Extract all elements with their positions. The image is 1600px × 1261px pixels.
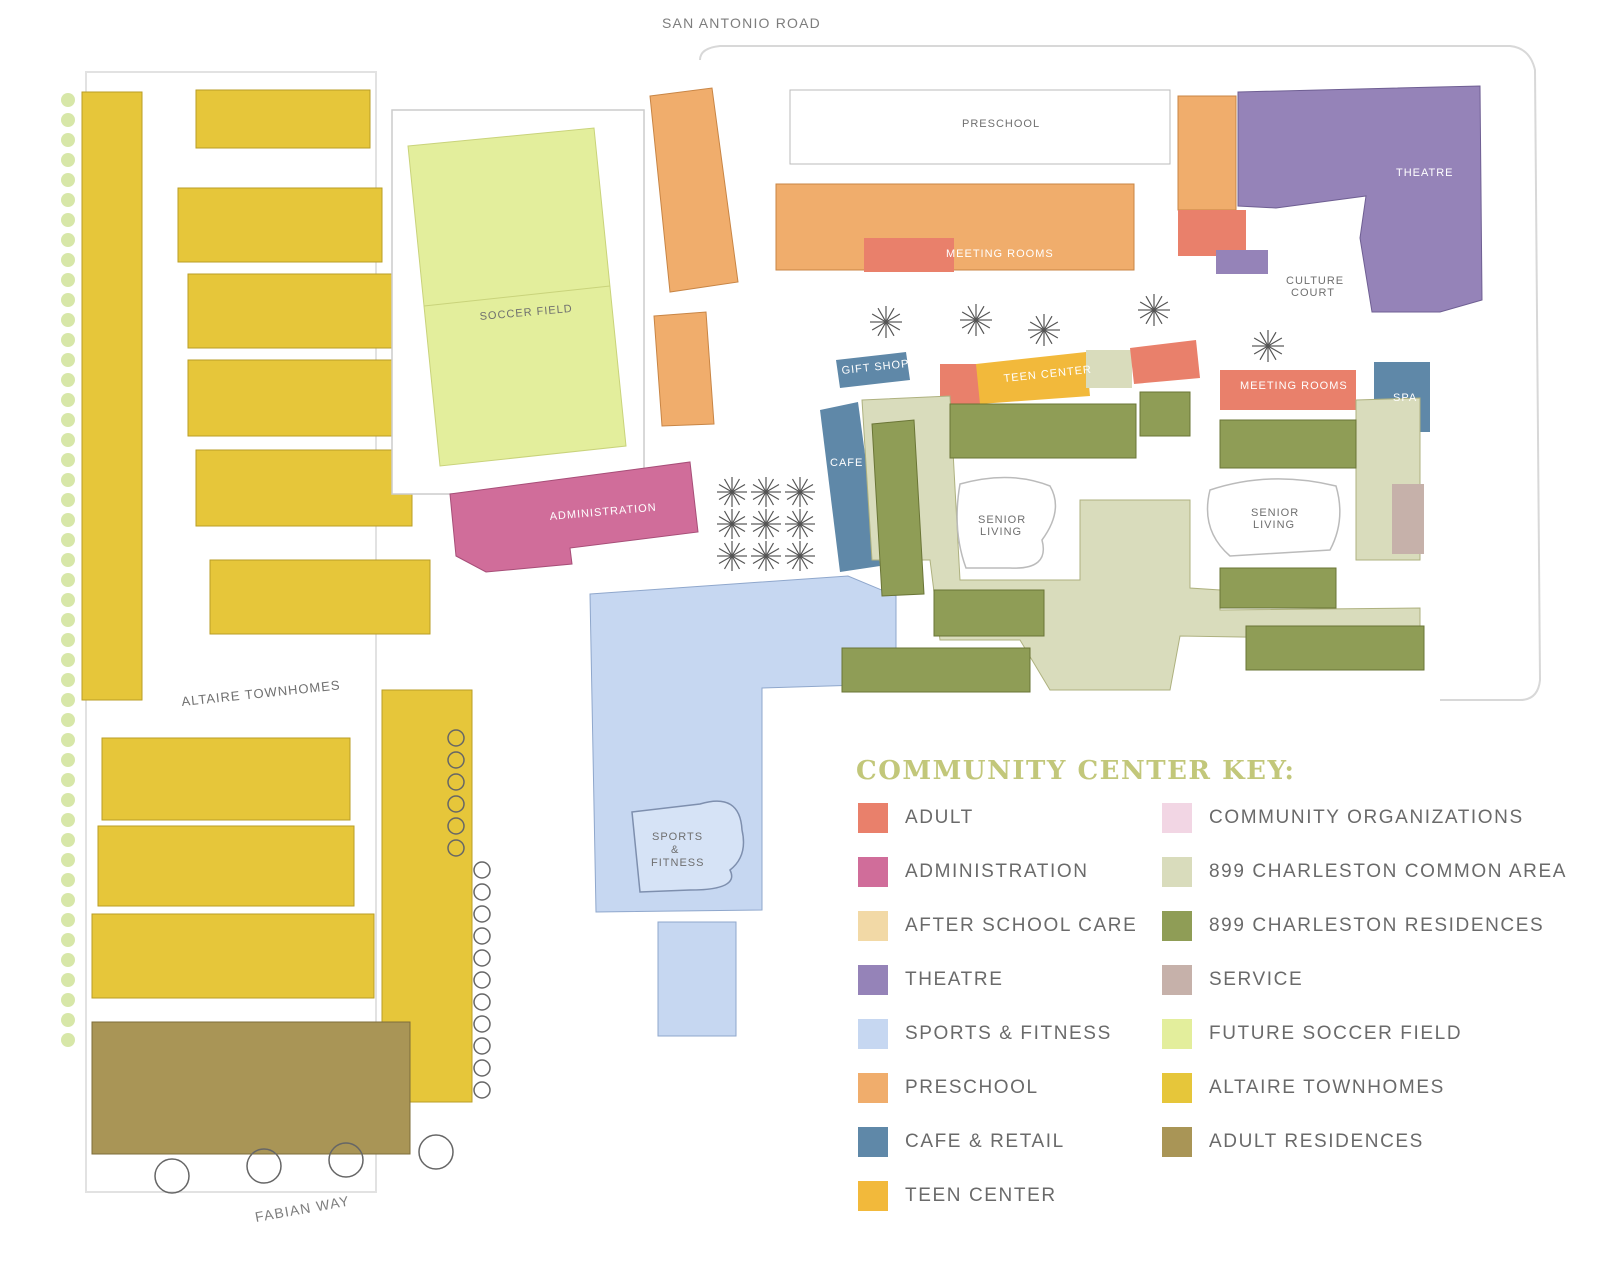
plaza-palm-grid [717,477,815,571]
hedge-row [61,93,75,1047]
altaire-townhomes-rows [91,89,473,1103]
adult-block-teen-east [1130,340,1200,384]
key-swatch [1162,911,1192,941]
theatre-building [1237,85,1483,313]
key-label: SPORTS & FITNESS [905,1023,1112,1044]
key-item-right-5: ALTAIRE TOWNHOMES [1162,1072,1445,1104]
key-swatch [858,965,888,995]
key-item-left-0: ADULT [858,802,974,834]
key-label: TEEN CENTER [905,1185,1057,1206]
teen-center-building [976,352,1090,404]
key-label: FUTURE SOCCER FIELD [1209,1023,1463,1044]
key-swatch [1162,1127,1192,1157]
key-label: ADULT RESIDENCES [1209,1131,1424,1152]
key-label: PRESCHOOL [905,1077,1039,1098]
key-item-left-2: AFTER SCHOOL CARE [858,910,1137,942]
preschool-top-building [789,89,1171,165]
key-item-right-2: 899 CHARLESTON RESIDENCES [1162,910,1544,942]
key-swatch [858,1073,888,1103]
key-label: ALTAIRE TOWNHOMES [1209,1077,1445,1098]
theatre-annex [1216,250,1268,274]
key-swatch [858,911,888,941]
preschool-south-wing [653,311,715,427]
senior-living-courtyard-east [1206,478,1341,557]
preschool-east-wing [1177,95,1237,211]
key-item-left-1: ADMINISTRATION [858,856,1089,888]
road-label-san-antonio: SAN ANTONIO ROAD [662,15,821,31]
key-label: CAFE & RETAIL [905,1131,1065,1152]
key-swatch [858,857,888,887]
key-swatch [858,1127,888,1157]
senior-living-courtyard-west [956,476,1057,569]
label-theatre: THEATRE [1396,167,1454,179]
label-preschool: PRESCHOOL [962,118,1040,130]
label-altaire-townhomes: ALTAIRE TOWNHOMES [181,677,341,709]
key-swatch [1162,1019,1192,1049]
key-label: 899 CHARLESTON COMMON AREA [1209,861,1567,882]
label-cafe: CAFE [830,457,863,469]
key-item-left-3: THEATRE [858,964,1003,996]
key-swatch [1162,1073,1192,1103]
administration-building [449,461,699,573]
label-sports-fitness: SPORTS&FITNESS [651,831,704,869]
road-label-fabian-way: FABIAN WAY [254,1193,351,1225]
lap-pool [657,921,737,1037]
palm-trees [870,294,1284,362]
cafe-building [820,402,880,572]
soccer-field [407,127,627,467]
key-item-right-0: COMMUNITY ORGANIZATIONS [1162,802,1524,834]
key-label: ADULT [905,807,974,828]
preschool-main-building [775,183,1135,271]
key-label: ADMINISTRATION [905,861,1089,882]
key-item-left-6: CAFE & RETAIL [858,1126,1065,1158]
key-swatch [858,1181,888,1211]
key-swatch [858,803,888,833]
key-label: AFTER SCHOOL CARE [905,915,1138,936]
meeting-rooms-east [1220,370,1356,410]
key-item-right-1: 899 CHARLESTON COMMON AREA [1162,856,1567,888]
key-item-left-7: TEEN CENTER [858,1180,1057,1212]
key-label: SERVICE [1209,969,1304,990]
service-area [1392,484,1424,554]
site-boundary [699,45,1542,701]
key-item-right-6: ADULT RESIDENCES [1162,1126,1424,1158]
key-item-right-4: FUTURE SOCCER FIELD [1162,1018,1462,1050]
altaire-townhomes-west-column [81,91,143,701]
key-swatch [1162,965,1192,995]
meeting-rooms-north [864,238,954,272]
preschool-north-wing [649,87,739,293]
key-swatch [1162,803,1192,833]
key-item-left-5: PRESCHOOL [858,1072,1039,1104]
key-label: 899 CHARLESTON RESIDENCES [1209,915,1545,936]
key-swatch [858,1019,888,1049]
adult-block-east [1178,210,1246,256]
key-label: THEATRE [905,969,1004,990]
key-label: COMMUNITY ORGANIZATIONS [1209,807,1524,828]
key-swatch [1162,857,1192,887]
key-item-left-4: SPORTS & FITNESS [858,1018,1112,1050]
key-title: COMMUNITY CENTER KEY: [856,756,1296,786]
common-area-teen [1086,350,1132,388]
adult-residences-block [91,1021,411,1155]
soccer-field-midline [423,285,611,307]
gift-shop-building [836,352,910,388]
sports-fitness-building [589,575,897,913]
pool-outline [631,800,745,893]
charleston-residences [841,391,1425,693]
label-meeting-rooms-north: MEETING ROOMS [946,248,1054,260]
label-meeting-rooms-east: MEETING ROOMS [1240,380,1348,392]
label-spa: SPA [1393,392,1417,404]
key-item-right-3: SERVICE [1162,964,1303,996]
street-trees [154,729,491,1194]
